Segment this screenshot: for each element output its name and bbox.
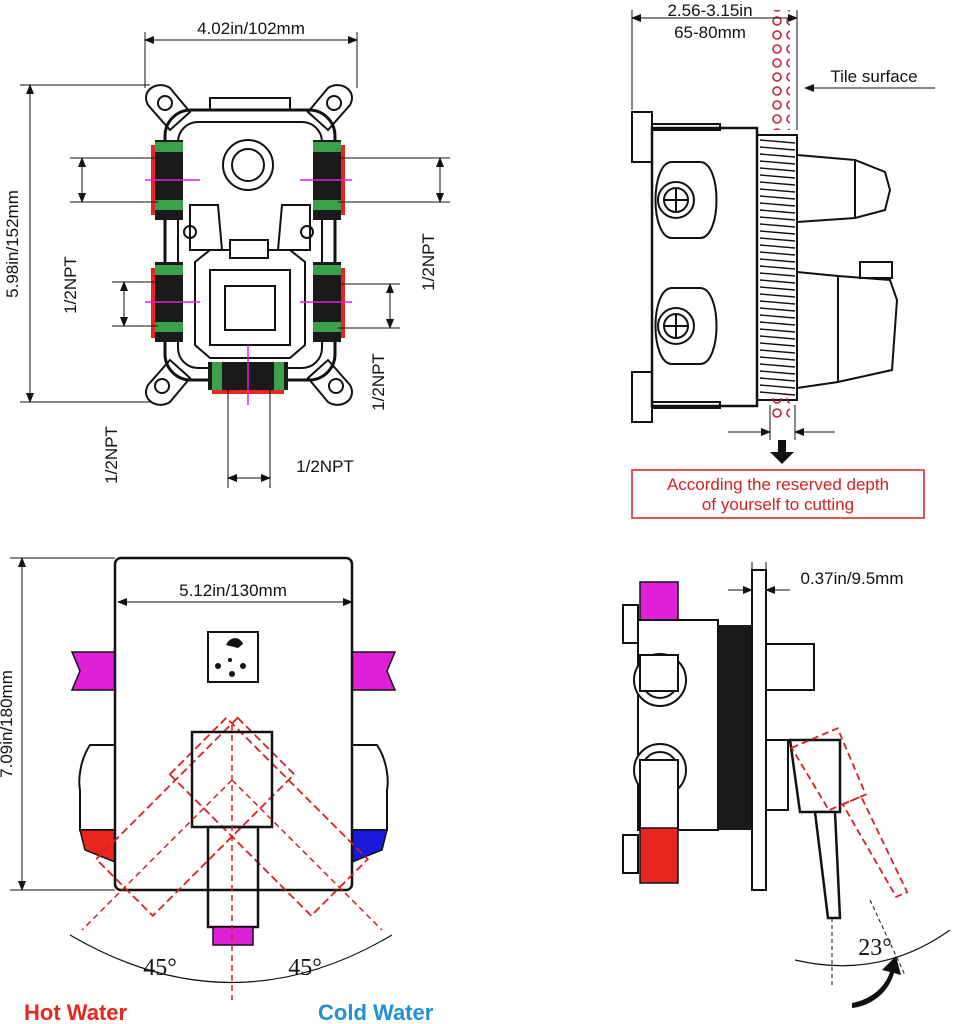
- thread-line: [759, 293, 796, 298]
- thread-line: [759, 139, 796, 144]
- tile-wall: [768, 10, 790, 130]
- lever-angle-label: 23°: [858, 935, 892, 961]
- port-label-bottom: 1/2NPT: [296, 457, 354, 476]
- thread-line: [759, 160, 796, 165]
- cold-water-label: Cold Water: [318, 1000, 434, 1024]
- plate-thickness-label: 0.37in/9.5mm: [801, 569, 904, 588]
- thread-line: [759, 314, 796, 319]
- thread-line: [759, 146, 796, 151]
- thread-line: [759, 202, 796, 207]
- thread-line: [759, 307, 796, 312]
- angle-left-label: 45°: [143, 955, 177, 981]
- rotation-arrow-icon: [852, 956, 901, 1008]
- thread-line: [759, 195, 796, 200]
- trim-height-label: 7.09in/180mm: [0, 670, 16, 778]
- trim-front-view: [69, 556, 397, 1000]
- thread-line: [759, 153, 796, 158]
- trim-side-dimensions: [728, 562, 790, 598]
- thread-line: [759, 188, 796, 193]
- threaded-ports: [145, 140, 352, 405]
- front-view-box: [145, 84, 353, 406]
- cutting-note-line2: of yourself to cutting: [702, 495, 854, 514]
- thread-line: [759, 174, 796, 179]
- thread-line: [759, 209, 796, 214]
- front-view-dimensions: [20, 32, 450, 488]
- thread-lines: [759, 139, 796, 396]
- thread-line: [759, 223, 796, 228]
- shower-head-icon: [215, 638, 246, 677]
- thread-line: [759, 300, 796, 305]
- thread-line: [759, 237, 796, 242]
- thread-line: [759, 181, 796, 186]
- thread-line: [759, 328, 796, 333]
- thread-line: [759, 167, 796, 172]
- thread-line: [759, 342, 796, 347]
- thread-line: [759, 258, 796, 263]
- trim-width-label: 5.12in/130mm: [179, 581, 287, 600]
- depth-label-line1: 2.56-3.15in: [667, 1, 752, 20]
- thread-line: [759, 279, 796, 284]
- thread-line: [759, 272, 796, 277]
- thread-line: [759, 370, 796, 375]
- angle-right-label: 45°: [288, 955, 322, 981]
- cutting-note-line1: According the reserved depth: [667, 475, 889, 494]
- thread-line: [759, 377, 796, 382]
- side-view-dimensions: [631, 10, 935, 440]
- depth-label-line2: 65-80mm: [674, 23, 746, 42]
- trim-front-dimensions: [10, 557, 353, 891]
- port-label-right-upper: 1/2NPT: [419, 233, 438, 291]
- thread-line: [759, 216, 796, 221]
- tile-surface-label: Tile surface: [830, 67, 917, 86]
- thread-line: [759, 251, 796, 256]
- thread-line: [759, 384, 796, 389]
- trim-side-view: [622, 569, 951, 985]
- thread-line: [759, 335, 796, 340]
- thread-line: [759, 321, 796, 326]
- port-label-left-upper: 1/2NPT: [61, 256, 80, 314]
- thread-line: [759, 265, 796, 270]
- thread-line: [759, 286, 796, 291]
- cutting-note-box: [631, 469, 925, 519]
- thread-line: [759, 391, 796, 396]
- tile-wall-lower: [768, 398, 790, 420]
- thread-line: [759, 230, 796, 235]
- hot-water-label: Hot Water: [24, 1000, 128, 1024]
- cut-direction-arrow: [770, 440, 794, 464]
- front-height-label: 5.98in/152mm: [3, 190, 22, 298]
- thread-line: [759, 244, 796, 249]
- thread-line: [759, 356, 796, 361]
- port-label-left-lower: 1/2NPT: [102, 426, 121, 484]
- thread-line: [759, 363, 796, 368]
- front-width-label: 4.02in/102mm: [197, 19, 305, 38]
- port-label-right-lower: 1/2NPT: [369, 353, 388, 411]
- thread-line: [759, 349, 796, 354]
